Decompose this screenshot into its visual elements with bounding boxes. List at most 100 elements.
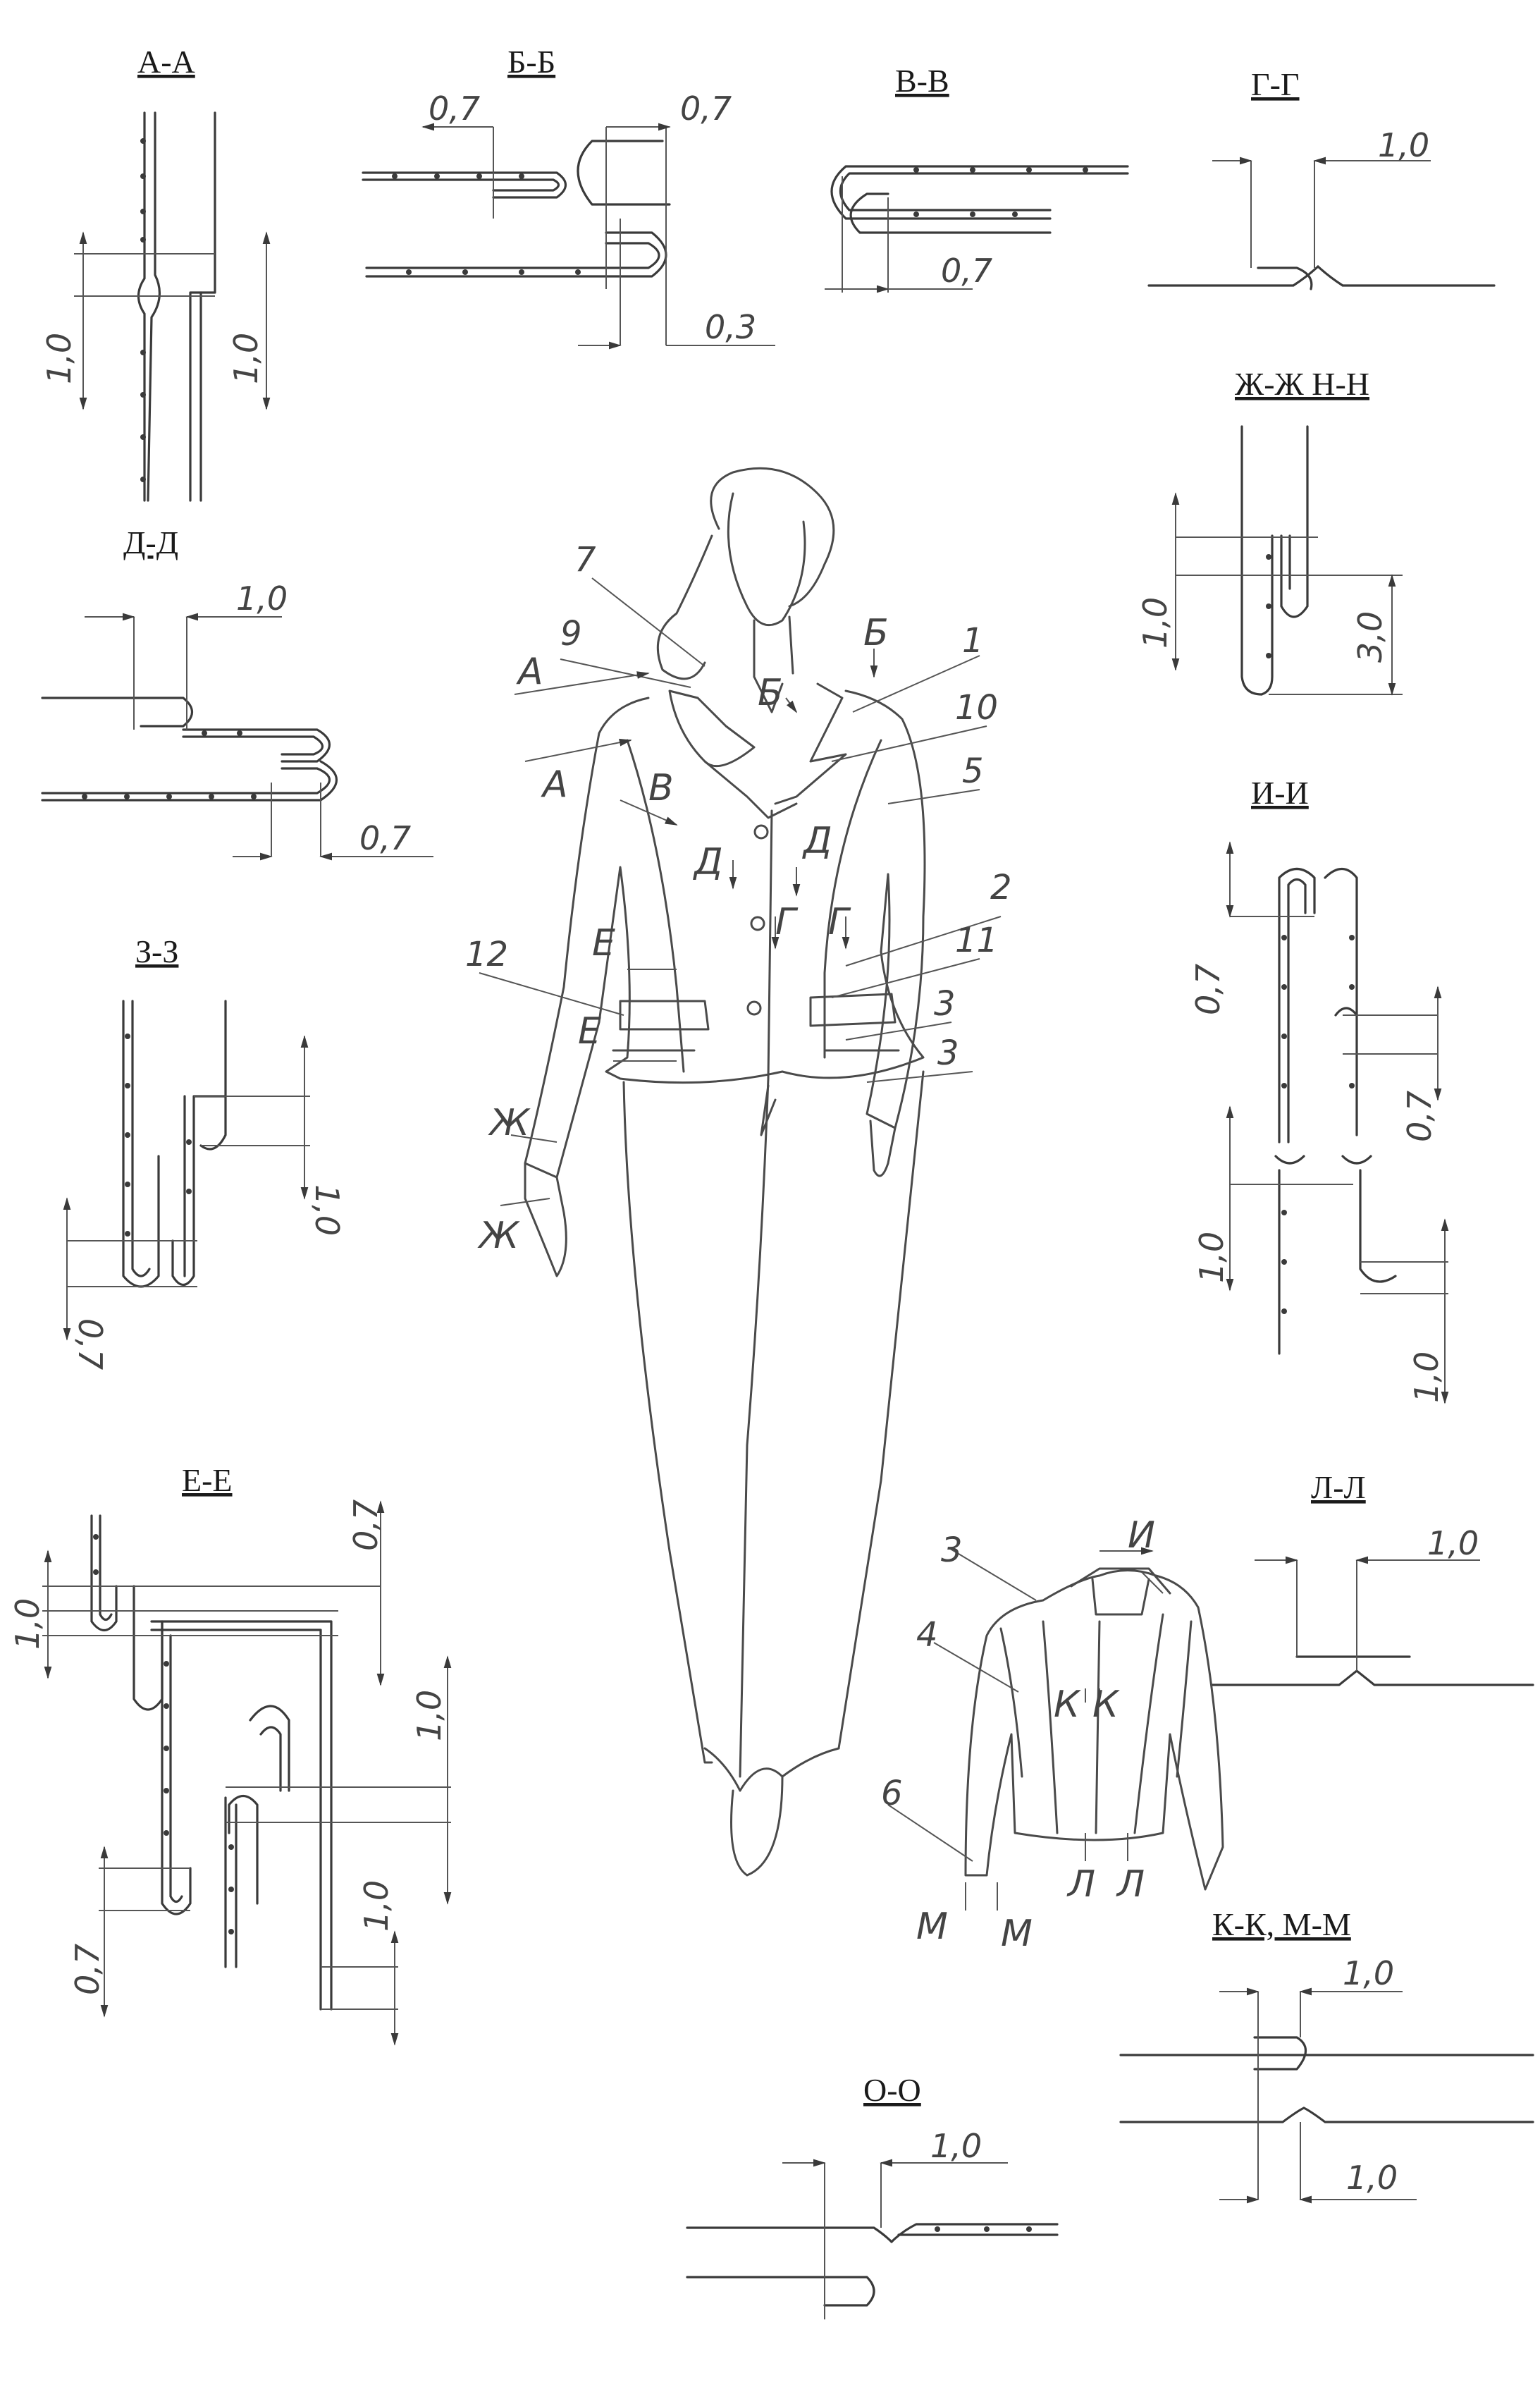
jacket-outline [524, 689, 926, 1179]
dim-ee-3: 1,0 [410, 1690, 448, 1741]
cut-b-2: Б [758, 672, 783, 714]
back-cut-l-2: Л [1116, 1863, 1145, 1906]
section-ll-title: Л-Л [1311, 1469, 1366, 1505]
dim-aa-1: 1,0 [40, 333, 78, 384]
section-vv: В-В 0,7 [825, 63, 1129, 293]
front-leaders [479, 577, 1002, 1206]
trousers-hem [703, 1747, 840, 1792]
neck [753, 615, 794, 678]
dim-dd-2: 0,7 [359, 819, 411, 857]
left-hand [524, 1162, 567, 1277]
section-aa: А-А 1,0 1,0 [40, 44, 271, 502]
part-num-11: 11 [955, 921, 998, 960]
ponytail [656, 534, 713, 680]
dim-dd-1: 1,0 [236, 579, 288, 618]
dim-ii-1: 0,7 [1189, 964, 1227, 1015]
lapel-edge [703, 760, 798, 819]
hair [710, 467, 835, 608]
section-ll: Л-Л 1,0 [1211, 1469, 1534, 1686]
section-ee: Е-Е 0,7 1,0 1,0 1,0 0,7 [8, 1462, 452, 2046]
back-center-seam [1095, 1620, 1101, 1834]
back-cut-m-1: М [916, 1906, 948, 1948]
trousers-outer [622, 1070, 925, 1764]
section-gg-title: Г-Г [1251, 66, 1300, 102]
cut-a-2: А [541, 763, 568, 806]
cut-zh-1: Ж [488, 1102, 531, 1144]
center-front [767, 809, 773, 1080]
back-part-num-3: 3 [941, 1531, 963, 1570]
section-aa-title: А-А [137, 44, 195, 80]
dim-ii-3: 1,0 [1193, 1232, 1231, 1283]
shoe [730, 1775, 784, 1877]
back-part-num-6: 6 [881, 1774, 903, 1813]
section-kk: К-К, М-М 1,0 1,0 [1119, 1906, 1534, 2204]
section-zhzh: Ж-Ж Н-Н 1,0 3,0 [1136, 366, 1403, 696]
back-seam-left [1042, 1620, 1059, 1834]
cut-a-1: А [516, 651, 543, 693]
cut-zh-2: Ж [477, 1215, 520, 1257]
dim-zz-1: 1,0 [308, 1184, 346, 1236]
section-dd: Д-Д 1,0 0,7 [41, 525, 433, 861]
section-vv-title: В-В [895, 63, 949, 99]
dim-ee-4: 1,0 [357, 1880, 395, 1932]
right-hand [869, 1120, 897, 1177]
section-ii: И-И 0,7 0,7 1,0 1,0 [1189, 775, 1449, 1404]
right-pocket-flap [809, 993, 897, 1027]
back-cut-k-2: К [1092, 1684, 1120, 1726]
dim-kk-1: 1,0 [1343, 1954, 1394, 1992]
cut-g-2: Г [828, 901, 851, 943]
dim-gg-1: 1,0 [1378, 126, 1429, 164]
part-num-1: 1 [962, 621, 984, 661]
dim-zhzh-2: 3,0 [1351, 611, 1389, 663]
dim-oo-1: 1,0 [930, 2127, 982, 2165]
cut-d-1: Д [693, 841, 723, 883]
cut-g-1: Г [775, 901, 799, 943]
part-num-3a: 3 [934, 984, 956, 1024]
cut-d-2: Д [802, 820, 832, 862]
part-num-5: 5 [962, 752, 984, 791]
right-lapel [774, 682, 847, 805]
dim-ee-5: 0,7 [68, 1944, 106, 1995]
right-seam [823, 739, 882, 1059]
dim-ii-4: 1,0 [1407, 1351, 1446, 1403]
dim-zhzh-1: 1,0 [1136, 597, 1174, 649]
cut-e-2: Е [578, 1010, 601, 1053]
section-zz-title: З-З [135, 933, 178, 969]
dim-vv-1: 0,7 [941, 252, 992, 290]
dim-ii-2: 0,7 [1400, 1091, 1439, 1142]
back-cut-i: И [1128, 1514, 1155, 1557]
cut-e-1: Е [592, 922, 615, 964]
section-gg: Г-Г 1,0 [1147, 66, 1496, 290]
button-1 [753, 824, 769, 840]
left-seam [626, 739, 685, 1073]
button-3 [746, 1000, 762, 1016]
back-collar [1070, 1567, 1171, 1595]
trousers-inner [739, 1077, 770, 1778]
left-lapel [668, 689, 756, 768]
part-num-9: 9 [560, 614, 582, 654]
section-zhzh-title: Ж-Ж Н-Н [1235, 366, 1369, 402]
section-kk-title: К-К, М-М [1212, 1906, 1351, 1942]
neckline [753, 675, 784, 713]
back-side-right [1176, 1620, 1193, 1778]
cut-v: В [648, 767, 674, 809]
part-num-3b: 3 [937, 1034, 959, 1073]
back-cut-k-1: К [1054, 1684, 1081, 1726]
back-jacket-outline [964, 1569, 1224, 1891]
section-dd-title: Д-Д [123, 525, 178, 560]
dim-bb-1: 0,7 [429, 90, 480, 128]
back-figure: 3 4 6 И К К Л Л М М [881, 1514, 1224, 1955]
dim-bb-3: 0,3 [705, 308, 756, 346]
section-bb: Б-Б 0,7 0,7 0,3 [362, 44, 775, 350]
dim-ll-1: 1,0 [1427, 1524, 1479, 1562]
back-seam-right [1133, 1613, 1164, 1834]
dim-ee-2: 1,0 [8, 1598, 47, 1650]
back-cut-l-1: Л [1066, 1863, 1095, 1906]
left-pocket-flap [619, 1000, 710, 1031]
face [727, 492, 806, 627]
dim-aa-2: 1,0 [227, 333, 265, 384]
button-2 [750, 916, 765, 931]
section-ii-title: И-И [1251, 775, 1309, 811]
cut-b-1: Б [863, 612, 889, 654]
section-zz: З-З 1,0 0,7 [63, 933, 346, 1370]
